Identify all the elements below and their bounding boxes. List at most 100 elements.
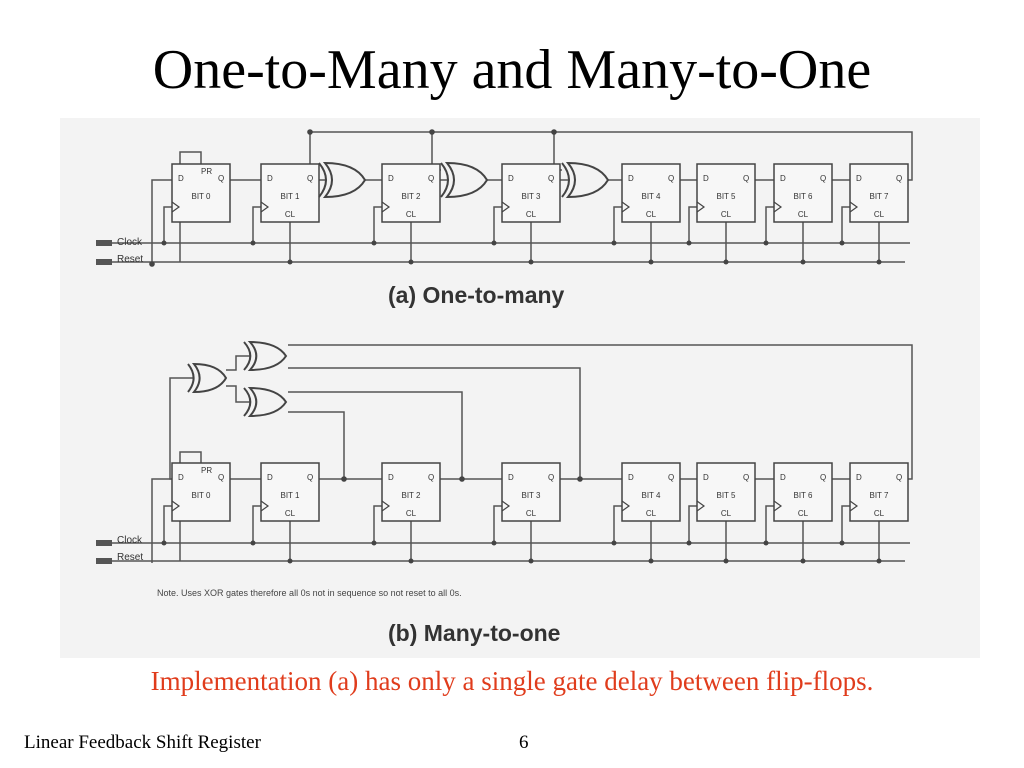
pin-d-label: D bbox=[780, 473, 786, 482]
pin-cl-label: CL bbox=[798, 509, 809, 518]
junction-dot bbox=[371, 540, 377, 546]
pin-q-label: Q bbox=[428, 473, 434, 482]
junction-dot bbox=[371, 240, 377, 246]
xor-gate-b1 bbox=[243, 340, 288, 372]
bit-label: BIT 7 bbox=[870, 192, 890, 201]
pin-d-label: D bbox=[388, 174, 394, 183]
pin-cl-label: CL bbox=[874, 210, 885, 219]
bit-label: BIT 3 bbox=[522, 192, 542, 201]
junction-dot bbox=[341, 476, 347, 482]
pin-q-label: Q bbox=[307, 174, 313, 183]
bus-terminal bbox=[96, 240, 112, 246]
pin-q-label: Q bbox=[218, 473, 224, 482]
pin-cl-label: CL bbox=[798, 210, 809, 219]
pin-cl-label: CL bbox=[874, 509, 885, 518]
junction-dot bbox=[800, 558, 806, 564]
junction-dot bbox=[408, 259, 414, 265]
flipflop-bit-5-a: D Q BIT 5 CL bbox=[696, 163, 756, 223]
pin-q-label: Q bbox=[896, 174, 902, 183]
xor-gate-a2 bbox=[440, 161, 489, 199]
pin-cl-label: CL bbox=[285, 210, 296, 219]
junction-dot bbox=[763, 540, 769, 546]
pin-q-label: Q bbox=[548, 473, 554, 482]
pin-q-label: Q bbox=[820, 473, 826, 482]
slide-caption: Implementation (a) has only a single gat… bbox=[150, 666, 874, 696]
junction-dot bbox=[149, 261, 155, 267]
junction-dot bbox=[408, 558, 414, 564]
pin-cl-label: CL bbox=[526, 210, 537, 219]
junction-dot bbox=[686, 540, 692, 546]
pin-pr-label: PR bbox=[201, 167, 212, 176]
junction-dot bbox=[287, 259, 293, 265]
xor-gate-b2 bbox=[187, 362, 228, 394]
junction-dot bbox=[648, 558, 654, 564]
junction-dot bbox=[528, 558, 534, 564]
reset-label-a: Reset bbox=[117, 254, 143, 265]
pin-d-label: D bbox=[780, 174, 786, 183]
pin-d-label: D bbox=[856, 473, 862, 482]
note-text: Note. Uses XOR gates therefore all 0s no… bbox=[157, 588, 462, 598]
junction-dot bbox=[528, 259, 534, 265]
pin-d-label: D bbox=[267, 174, 273, 183]
junction-dot bbox=[307, 129, 313, 135]
junction-dot bbox=[491, 540, 497, 546]
junction-dot bbox=[250, 240, 256, 246]
junction-dot bbox=[250, 540, 256, 546]
junction-dot bbox=[763, 240, 769, 246]
junction-dot bbox=[839, 240, 845, 246]
pin-d-label: D bbox=[388, 473, 394, 482]
junction-dot bbox=[686, 240, 692, 246]
pin-q-label: Q bbox=[218, 174, 224, 183]
footer-title: Linear Feedback Shift Register bbox=[24, 732, 261, 753]
bus-terminal bbox=[96, 558, 112, 564]
junction-dot bbox=[876, 558, 882, 564]
bit-label: BIT 3 bbox=[522, 491, 542, 500]
xor-gate-a3 bbox=[561, 161, 610, 199]
pin-pr-label: PR bbox=[201, 466, 212, 475]
junction-dot bbox=[459, 476, 465, 482]
junction-dot bbox=[161, 240, 167, 246]
pin-q-label: Q bbox=[743, 473, 749, 482]
junction-dot bbox=[287, 558, 293, 564]
bit-label: BIT 4 bbox=[642, 192, 662, 201]
pin-q-label: Q bbox=[820, 174, 826, 183]
junction-dot bbox=[648, 259, 654, 265]
junction-dot bbox=[551, 129, 557, 135]
bit-label: BIT 7 bbox=[870, 491, 890, 500]
pin-cl-label: CL bbox=[285, 509, 296, 518]
junction-dot bbox=[491, 240, 497, 246]
junction-dot bbox=[723, 259, 729, 265]
pin-cl-label: CL bbox=[721, 210, 732, 219]
bit-label: BIT 1 bbox=[281, 491, 301, 500]
junction-dot bbox=[839, 540, 845, 546]
pin-q-label: Q bbox=[743, 174, 749, 183]
bit-label: BIT 6 bbox=[794, 192, 814, 201]
flipflop-bit-6-a: D Q BIT 6 CL bbox=[773, 163, 833, 223]
bit-label: BIT 4 bbox=[642, 491, 662, 500]
bit-label: BIT 5 bbox=[717, 491, 737, 500]
bit-label: BIT 2 bbox=[402, 192, 422, 201]
pin-d-label: D bbox=[703, 174, 709, 183]
junction-dot bbox=[723, 558, 729, 564]
pin-d-label: D bbox=[508, 473, 514, 482]
junction-dot bbox=[611, 240, 617, 246]
bit-label: BIT 0 bbox=[192, 192, 212, 201]
pin-q-label: Q bbox=[548, 174, 554, 183]
bit-label: BIT 1 bbox=[281, 192, 301, 201]
bit-label: BIT 5 bbox=[717, 192, 737, 201]
junction-dot bbox=[577, 476, 583, 482]
pin-d-label: D bbox=[178, 174, 184, 183]
page-number: 6 bbox=[519, 732, 529, 753]
part-a-label: (a) One-to-many bbox=[388, 282, 565, 308]
